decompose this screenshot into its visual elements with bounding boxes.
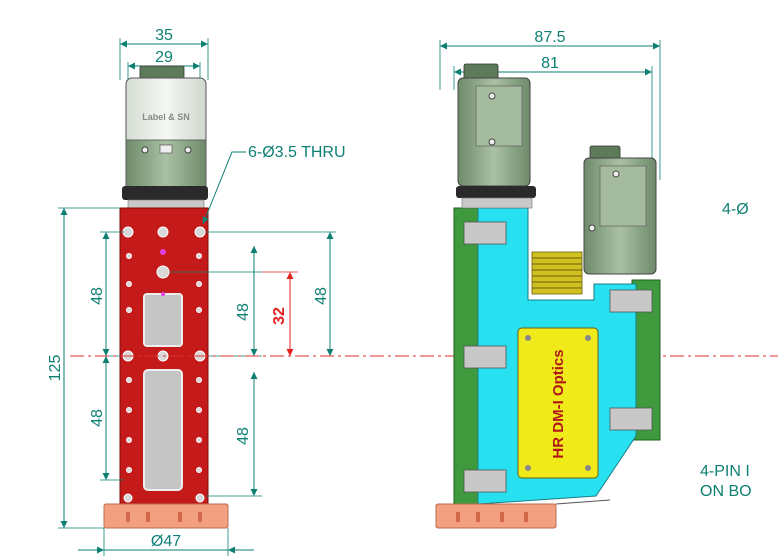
dim-48-right: 48 (313, 287, 330, 305)
side-view: 87.5 81 HR DM-I Optics (435, 29, 752, 529)
lens-ring (122, 186, 208, 200)
brand-label: HR DM-I Optics (550, 349, 567, 458)
bellows (531, 251, 583, 295)
dim-125: 125 (47, 355, 64, 382)
dim-29: 29 (155, 49, 173, 66)
base-flange-front (103, 503, 229, 529)
dim-48-lower-mid: 48 (235, 427, 252, 445)
mounting-holes (122, 226, 206, 503)
mount-pads (463, 221, 653, 493)
dim-48-upper-mid: 48 (235, 303, 252, 321)
pin-note-line2: ON BO (700, 483, 752, 500)
camera-lower (583, 145, 657, 275)
base-flange-side (435, 503, 557, 529)
camera-label: Label & SN (142, 112, 190, 122)
dim-48-lower-left: 48 (89, 409, 106, 427)
dim-35: 35 (155, 27, 173, 44)
dim-81: 81 (541, 55, 559, 72)
dim-47: Ø47 (151, 533, 181, 550)
dim-32: 32 (271, 307, 288, 325)
right-hole-callout: 4-Ø (722, 201, 749, 218)
dim-48-upper-left: 48 (89, 287, 106, 305)
hole-callout: 6-Ø3.5 THRU (248, 144, 346, 161)
brand-plate (517, 327, 599, 479)
camera-upper (456, 63, 536, 209)
front-view: 35 29 Label & SN (47, 27, 346, 556)
slot-upper (143, 293, 183, 347)
slot-lower (143, 369, 183, 491)
hole-callout-leader (202, 151, 246, 225)
dim-87-5: 87.5 (534, 29, 565, 46)
pin-note-line1: 4-PIN I (700, 463, 750, 480)
